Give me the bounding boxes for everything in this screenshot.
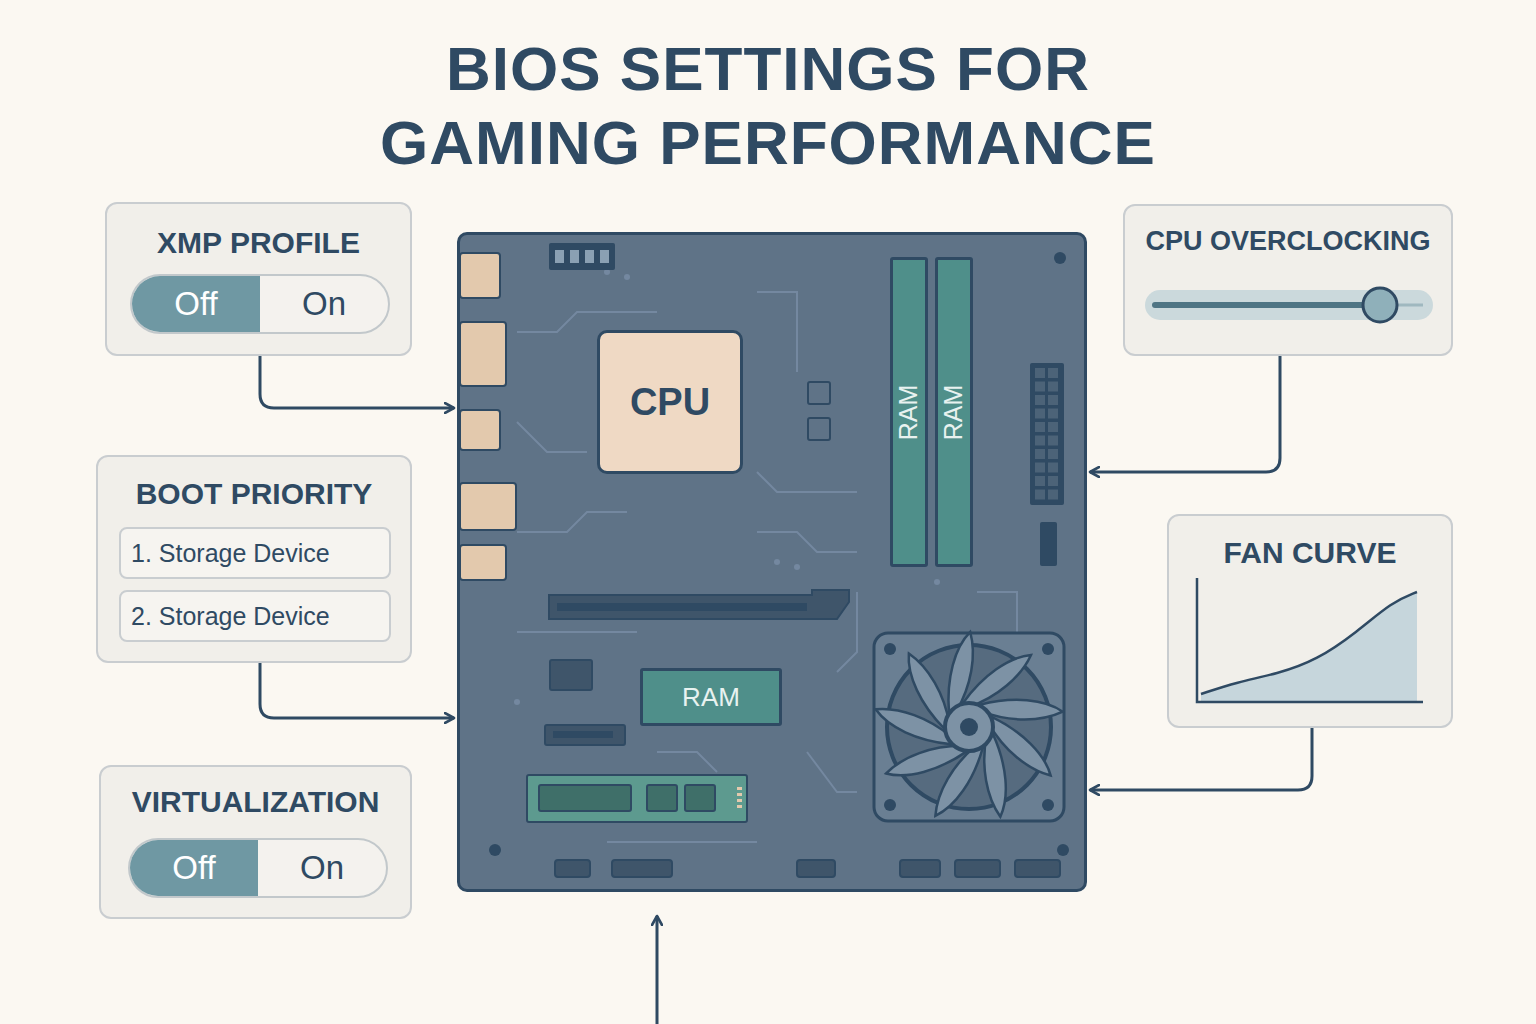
boot-item: 2. Storage Device xyxy=(119,590,391,642)
diagram-title: BIOS SETTINGS FOR GAMING PERFORMANCE xyxy=(318,32,1218,181)
setting-panel: XMP PROFILE OffOn xyxy=(105,202,412,356)
toggle-switch: OffOn xyxy=(128,838,388,898)
motherboard: CPU RAM RAM RAM xyxy=(457,232,1087,892)
panel-heading: FAN CURVE xyxy=(1169,536,1451,570)
boot-item-label: 2. Storage Device xyxy=(131,602,330,631)
panel-heading: BOOT PRIORITY xyxy=(98,477,410,511)
board-illustration xyxy=(460,235,1084,889)
ram-stick: RAM xyxy=(935,257,973,567)
connector-arrow xyxy=(1090,728,1312,790)
setting-panel: CPU OVERCLOCKING xyxy=(1123,204,1453,356)
toggle-on-label: On xyxy=(258,840,386,896)
title-block: BIOS SETTINGS FOR GAMING PERFORMANCE xyxy=(0,32,1536,181)
ram-label: RAM xyxy=(940,384,969,440)
cpu-chip: CPU xyxy=(597,330,743,474)
ram-stick: RAM xyxy=(890,257,928,567)
ram-label: RAM xyxy=(895,384,924,440)
cpu-label: CPU xyxy=(630,381,710,424)
toggle-off-label: Off xyxy=(130,840,258,896)
ram-label: RAM xyxy=(682,682,740,713)
toggle-switch: OffOn xyxy=(130,274,390,334)
boot-item-label: 1. Storage Device xyxy=(131,539,330,568)
setting-panel: FAN CURVE xyxy=(1167,514,1453,728)
toggle-on-label: On xyxy=(260,276,388,332)
connector-arrow xyxy=(1090,356,1280,472)
bottom-arrow xyxy=(657,916,658,1024)
boot-item: 1. Storage Device xyxy=(119,527,391,579)
connector-arrow xyxy=(260,356,454,408)
connector-arrow xyxy=(260,663,454,718)
panel-heading: XMP PROFILE xyxy=(107,226,410,260)
panel-heading: CPU OVERCLOCKING xyxy=(1125,226,1451,257)
toggle-off-label: Off xyxy=(132,276,260,332)
panel-heading: VIRTUALIZATION xyxy=(101,785,410,819)
setting-panel: VIRTUALIZATION OffOn xyxy=(99,765,412,919)
setting-panel: BOOT PRIORITY 1. Storage Device 2. Storage… xyxy=(96,455,412,663)
ram-module: RAM xyxy=(640,668,782,726)
